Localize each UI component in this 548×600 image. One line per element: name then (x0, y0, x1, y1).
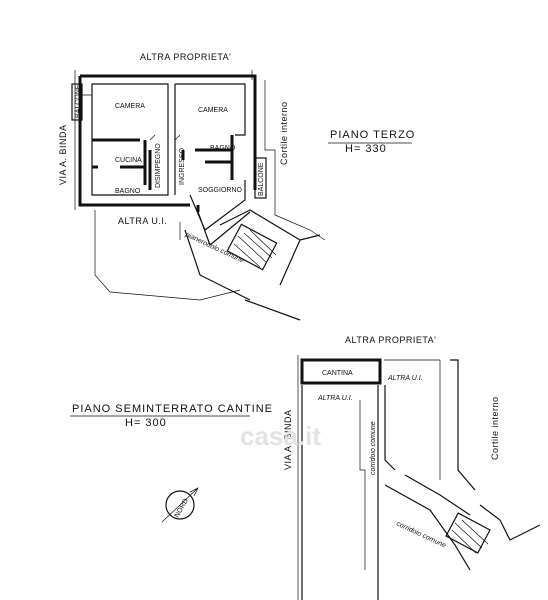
upper-top-label: ALTRA PROPRIETA' (140, 52, 231, 62)
lower-top-label: ALTRA PROPRIETA' (345, 335, 436, 345)
upper-outer-wall (78, 74, 257, 212)
lower-height-label: H= 300 (125, 417, 167, 429)
lower-street-label: VIA A. BINDA (283, 409, 293, 470)
room-camera-left: CAMERA (115, 103, 145, 110)
right-balcony (254, 157, 267, 199)
lower-floor-title: PIANO SEMINTERRATO CANTINE (72, 403, 273, 415)
lower-corridor-vertical: corridoio comune (370, 421, 377, 475)
upper-courtyard-line (264, 80, 326, 241)
lower-staircase-treads (451, 519, 489, 554)
left-balcony (71, 83, 83, 121)
room-cucina: CUCINA (115, 157, 142, 164)
room-balcone-right: BALCONE (258, 162, 265, 196)
lower-other-unit-right: ALTRA U.I. (387, 375, 423, 382)
room-soggiorno: SOGGIORNO (198, 187, 243, 194)
lower-inner-lines (297, 355, 441, 600)
room-bagno-left: BAGNO (115, 188, 141, 195)
room-camera-right: CAMERA (198, 107, 228, 114)
upper-partitions (92, 135, 234, 190)
compass-needle-icon (161, 487, 199, 523)
lower-floor-plan: ALTRA PROPRIETA' CANTINA ALTRA U.I. ALTR… (70, 335, 541, 600)
staircase-treads (233, 229, 277, 268)
upper-height-label: H= 330 (345, 143, 387, 155)
lower-corridor-diagonal (384, 474, 541, 571)
upper-floor-title: PIANO TERZO (330, 129, 415, 141)
soggiorno-walls (189, 180, 251, 246)
lower-other-unit-left: ALTRA U.I. (317, 395, 353, 402)
room-ingresso: INGRESSO (179, 147, 186, 185)
room-balcone-left: BALCONE (75, 84, 82, 118)
room-disimpegno: DISIMPEGNO (155, 143, 162, 188)
upper-lot-lines-2 (74, 70, 253, 210)
watermark: casa.it (240, 421, 321, 451)
lower-staircase-box (445, 512, 491, 554)
compass-circle-icon (165, 490, 195, 520)
upper-lot-lines (94, 210, 241, 301)
upper-right-block (174, 83, 246, 195)
lower-corridor-diagonal-label: corridoio comune (395, 520, 447, 549)
staircase-box (226, 223, 278, 271)
upper-inner-outline (91, 83, 169, 196)
cantina-label: CANTINA (322, 370, 353, 377)
upper-courtyard-label: Cortile interno (279, 101, 289, 165)
room-bagno-right: BAGNO (210, 145, 236, 152)
lower-outer-lines (301, 359, 476, 600)
landing-walls (184, 209, 321, 321)
upper-bottom-label: ALTRA U.I. (118, 216, 167, 226)
north-compass: NORD (161, 487, 199, 523)
lower-courtyard-label: Cortile interno (490, 396, 500, 460)
left-room-doors (80, 94, 181, 141)
upper-street-label: VIA A. BINDA (58, 124, 68, 185)
upper-floor-plan: ALTRA PROPRIETA' VIA A. BINDA Cortile in… (58, 52, 415, 321)
cantina-box (300, 358, 382, 385)
